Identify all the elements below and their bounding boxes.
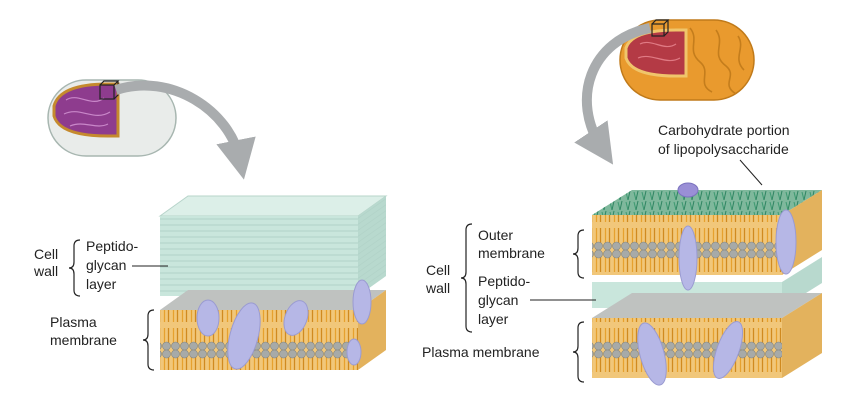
carbohydrate-label-line2: of lipopolysaccharide xyxy=(658,141,789,157)
cell-wall-label-line2: wall xyxy=(33,263,58,279)
gram-positive-peptidoglycan-block xyxy=(158,195,388,296)
right-arrow-icon xyxy=(574,23,652,165)
plasma-membrane-label-line1: Plasma xyxy=(50,314,97,330)
right-plasma-membrane-label: Plasma membrane xyxy=(422,344,540,360)
gram-negative-plasma-membrane xyxy=(592,293,822,378)
right-peptidoglycan-label-line3: layer xyxy=(478,311,509,327)
protein-icon xyxy=(346,338,362,366)
cell-wall-label-line1: Cell xyxy=(34,246,58,262)
membrane-protein-icons-right xyxy=(637,209,797,386)
protein-icon xyxy=(712,321,744,379)
cell-wall-bracket xyxy=(68,239,81,297)
outer-membrane-label-line2: membrane xyxy=(478,245,545,261)
protein-icon xyxy=(775,209,797,275)
lipopolysaccharide-carbohydrate-layer xyxy=(592,182,822,215)
protein-icon xyxy=(352,279,372,325)
right-plasma-membrane-bracket xyxy=(572,321,585,383)
protein-icon xyxy=(677,182,699,198)
carbohydrate-label-line1: Carbohydrate portion xyxy=(658,122,790,138)
protein-icon xyxy=(283,300,309,336)
right-cell-wall-label-line1: Cell xyxy=(426,262,450,278)
outer-membrane-label-line1: Outer xyxy=(478,227,513,243)
cube-marker-icon xyxy=(651,19,670,37)
left-arrow-icon xyxy=(114,80,256,180)
protein-icon xyxy=(227,302,261,370)
peptidoglycan-label-line1: Peptido- xyxy=(86,238,138,254)
right-peptidoglycan-label-line2: glycan xyxy=(478,292,518,308)
peptidoglycan-label-line2: glycan xyxy=(86,257,126,273)
plasma-membrane-label-line2: membrane xyxy=(50,332,117,348)
gram-positive-cell-icon xyxy=(47,79,177,157)
protein-icon xyxy=(678,225,698,291)
peptidoglycan-label-line3: layer xyxy=(86,276,117,292)
plasma-membrane-bracket xyxy=(142,309,155,371)
right-peptidoglycan-label-line1: Peptido- xyxy=(478,273,530,289)
carbohydrate-leader-line xyxy=(739,159,763,186)
membrane-protein-icons-left xyxy=(196,279,372,370)
right-cell-wall-label-line2: wall xyxy=(425,280,450,296)
protein-icon xyxy=(637,322,667,386)
right-cell-wall-bracket xyxy=(460,223,473,333)
outer-membrane-bracket xyxy=(572,229,585,279)
protein-icon xyxy=(196,299,220,337)
